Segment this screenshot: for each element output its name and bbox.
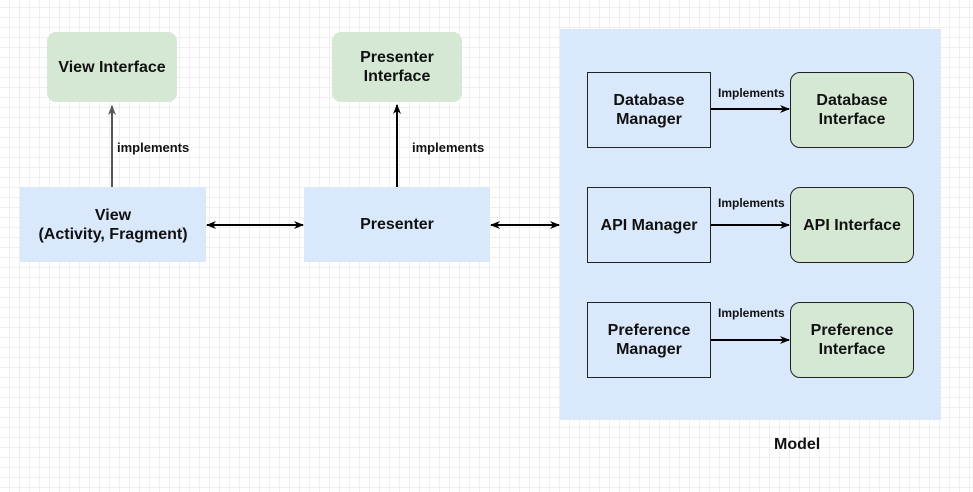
presenter-node[interactable]: Presenter: [304, 187, 490, 262]
database-manager-label: Database Manager: [613, 92, 685, 128]
view-label: View (Activity, Fragment): [38, 206, 188, 243]
preference-interface-label: Preference Interface: [810, 322, 894, 358]
database-interface-node[interactable]: Database Interface: [790, 72, 914, 148]
database-implements-label: Implements: [718, 86, 785, 100]
database-manager-node[interactable]: Database Manager: [587, 72, 711, 148]
view-interface-label: View Interface: [58, 58, 166, 76]
api-manager-node[interactable]: API Manager: [587, 187, 711, 263]
preference-manager-node[interactable]: Preference Manager: [587, 302, 711, 378]
api-implements-label: Implements: [718, 196, 785, 210]
presenter-interface-label: Presenter Interface: [360, 49, 434, 85]
model-label: Model: [774, 436, 821, 453]
preference-implements-label: Implements: [718, 306, 785, 320]
api-interface-node[interactable]: API Interface: [790, 187, 914, 263]
view-node[interactable]: View (Activity, Fragment): [20, 187, 206, 262]
presenter-implements-label: implements: [412, 140, 485, 155]
view-interface-node[interactable]: View Interface: [47, 32, 177, 102]
api-interface-label: API Interface: [803, 216, 901, 234]
database-interface-label: Database Interface: [816, 92, 888, 128]
view-implements-label: implements: [117, 140, 190, 155]
presenter-interface-node[interactable]: Presenter Interface: [332, 32, 462, 102]
preference-interface-node[interactable]: Preference Interface: [790, 302, 914, 378]
preference-manager-label: Preference Manager: [607, 322, 691, 358]
api-manager-label: API Manager: [600, 216, 698, 234]
presenter-label: Presenter: [360, 216, 434, 233]
